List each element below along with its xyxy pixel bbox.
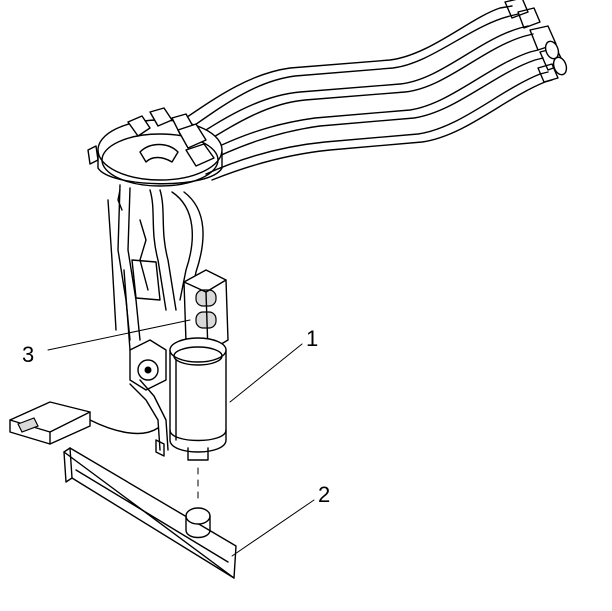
- callout-3: 3: [22, 342, 34, 367]
- float: [9, 401, 91, 445]
- module-bracket: [107, 184, 204, 351]
- fuel-lines: [159, 0, 568, 181]
- fuel-strainer: [63, 447, 237, 579]
- fuel-pump: [169, 337, 227, 461]
- leader-lines: [47, 319, 315, 557]
- module-cover: [87, 107, 223, 211]
- fuel-level-sender: [89, 339, 169, 457]
- callout-2: 2: [318, 482, 330, 507]
- fuel-pump-strainer-reservoir: [183, 269, 229, 353]
- callout-1: 1: [306, 326, 318, 351]
